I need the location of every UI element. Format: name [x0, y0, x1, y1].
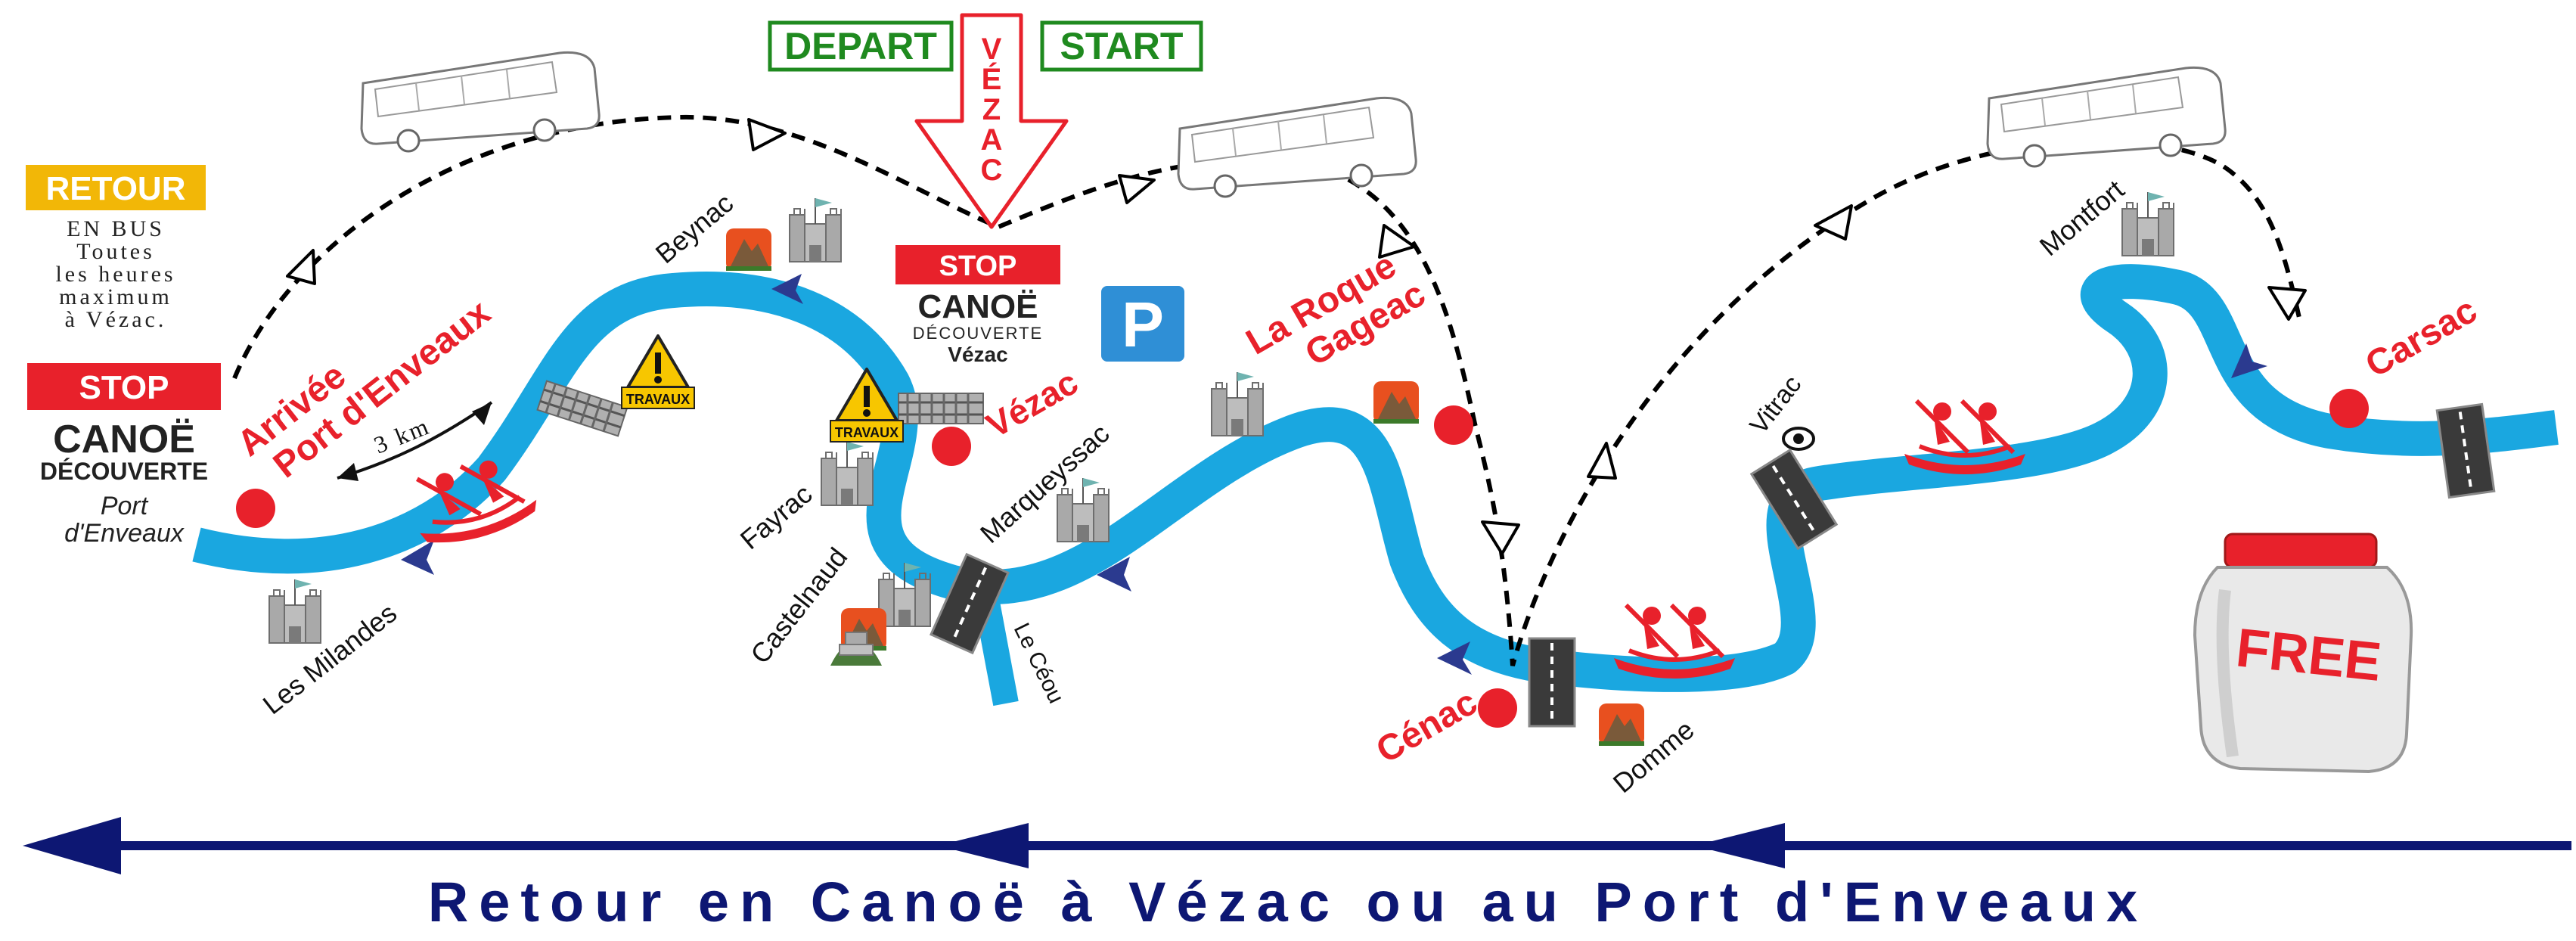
warning-icon: TRAVAUX	[620, 334, 696, 410]
retour-line-1: EN BUS	[67, 216, 165, 241]
stop-left-place-1: Port	[101, 492, 149, 520]
la-roque-gageac-label: La Roque Gageac	[1240, 245, 1432, 374]
stop-left-badge: STOP	[79, 369, 169, 406]
arrow-letter-a: A	[981, 123, 1003, 157]
le-ceou-label: Le Céou	[1009, 620, 1069, 707]
bus-icon	[1177, 96, 1417, 198]
arrivee-label: Arrivée Port d'Enveaux	[230, 292, 498, 486]
stop-dot-icon	[236, 489, 275, 528]
retour-panel: RETOUR EN BUS Toutes les heures maximum …	[26, 165, 206, 332]
castle-icon	[2121, 191, 2174, 256]
bus-icon	[360, 51, 601, 153]
retour-line-4: maximum	[59, 284, 172, 309]
start-box: START	[1040, 20, 1203, 72]
river	[192, 264, 2559, 692]
stop-port-enveaux: STOP CANOË DÉCOUVERTE Port d'Enveaux	[27, 363, 221, 548]
arrow-letter-c: C	[981, 154, 1003, 187]
start-label: START	[1060, 25, 1184, 67]
stop-center-badge: STOP	[939, 250, 1017, 282]
arrow-letter-e: É	[982, 62, 1002, 96]
vezac-label: Vézac	[979, 362, 1085, 445]
vitrac-eye-icon	[1782, 427, 1815, 451]
cenac-label: Cénac	[1370, 682, 1484, 772]
depart-label: DEPART	[784, 25, 937, 67]
free-label: FREE	[2233, 617, 2384, 693]
castelnaud-label: Castelnaud	[744, 542, 853, 669]
fayrac-label: Fayrac	[734, 478, 818, 555]
works-label: TRAVAUX	[835, 425, 898, 440]
beynac-label: Beynac	[650, 188, 739, 270]
castle-icon	[821, 441, 874, 506]
retour-badge: RETOUR	[46, 170, 186, 207]
depart-box: DEPART	[768, 20, 954, 72]
warning-icon: TRAVAUX	[829, 368, 905, 443]
stop-dot-icon	[2329, 389, 2369, 428]
castle-icon	[1211, 371, 1264, 436]
stop-center-place: Vézac	[948, 343, 1007, 366]
stop-left-sub: DÉCOUVERTE	[40, 458, 208, 485]
rail-bridge-icon	[536, 380, 628, 437]
works-label: TRAVAUX	[626, 392, 690, 407]
castle-icon	[789, 197, 842, 262]
jar-icon: FREE	[2193, 533, 2413, 774]
stop-dot-icon	[932, 427, 971, 466]
river-flow-arrows	[401, 274, 2267, 675]
footer-text: Retour en Canoë à Vézac ou au Port d'Env…	[428, 871, 2148, 933]
stop-dot-icon	[1434, 405, 1473, 445]
bus-route-arrowheads	[286, 118, 2307, 555]
distance-label: 3 km	[370, 411, 434, 458]
stop-left-brand: CANOË	[53, 418, 195, 461]
retour-line-2: Toutes	[76, 239, 155, 264]
bridge-icon	[1528, 637, 1576, 728]
parking-icon: P	[1101, 286, 1184, 362]
cave-icon	[1599, 703, 1644, 746]
retour-line-5: à Vézac.	[65, 307, 167, 332]
stop-vezac: STOP CANOË DÉCOUVERTE Vézac	[895, 245, 1060, 366]
cave-icon	[726, 228, 771, 271]
castle-icon	[268, 579, 321, 644]
castle-icon	[1057, 477, 1110, 542]
stop-dot-icon	[1478, 688, 1517, 728]
parking-label: P	[1122, 289, 1164, 360]
arrow-letter-z: Z	[982, 93, 1001, 126]
return-arrow	[23, 817, 2571, 874]
vezac-down-arrow: V É Z A C	[914, 13, 1069, 229]
montfort-label: Montfort	[2034, 174, 2131, 262]
arrow-letter-v: V	[982, 33, 1002, 66]
carsac-label: Carsac	[2359, 290, 2484, 386]
stop-left-place-2: d'Enveaux	[64, 519, 185, 548]
cave-icon	[1373, 381, 1419, 424]
rail-bridge-icon	[897, 392, 985, 425]
retour-line-3: les heures	[55, 262, 175, 287]
stop-center-brand: CANOË	[918, 288, 1038, 325]
stop-center-sub: DÉCOUVERTE	[913, 324, 1043, 343]
